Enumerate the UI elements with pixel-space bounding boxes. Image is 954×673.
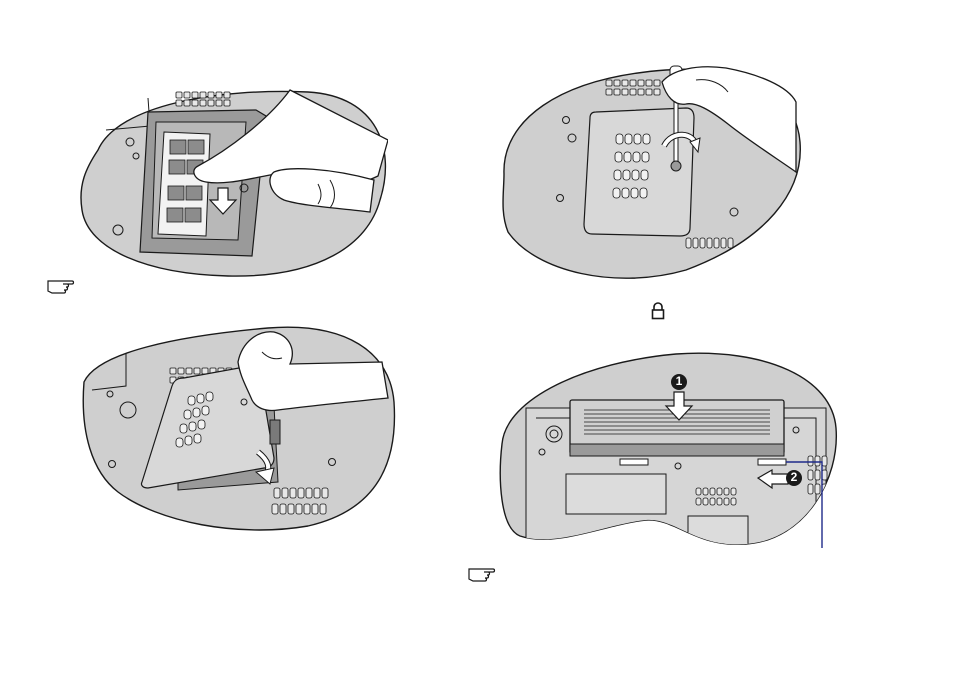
illustration-close-cover bbox=[78, 322, 398, 532]
illustration-battery-insert: 1 2 bbox=[496, 348, 841, 550]
battery-latch-right bbox=[758, 459, 786, 465]
step-badge-1-label: 1 bbox=[674, 374, 684, 388]
illustration-screw-cover bbox=[496, 62, 806, 282]
step-badge-2-label: 2 bbox=[789, 470, 799, 484]
note-hand-icon bbox=[467, 566, 497, 582]
note-hand-icon bbox=[46, 278, 76, 294]
battery-latch-left bbox=[620, 459, 648, 465]
lock-icon bbox=[651, 302, 665, 320]
illustration-memory-insert bbox=[78, 80, 388, 280]
